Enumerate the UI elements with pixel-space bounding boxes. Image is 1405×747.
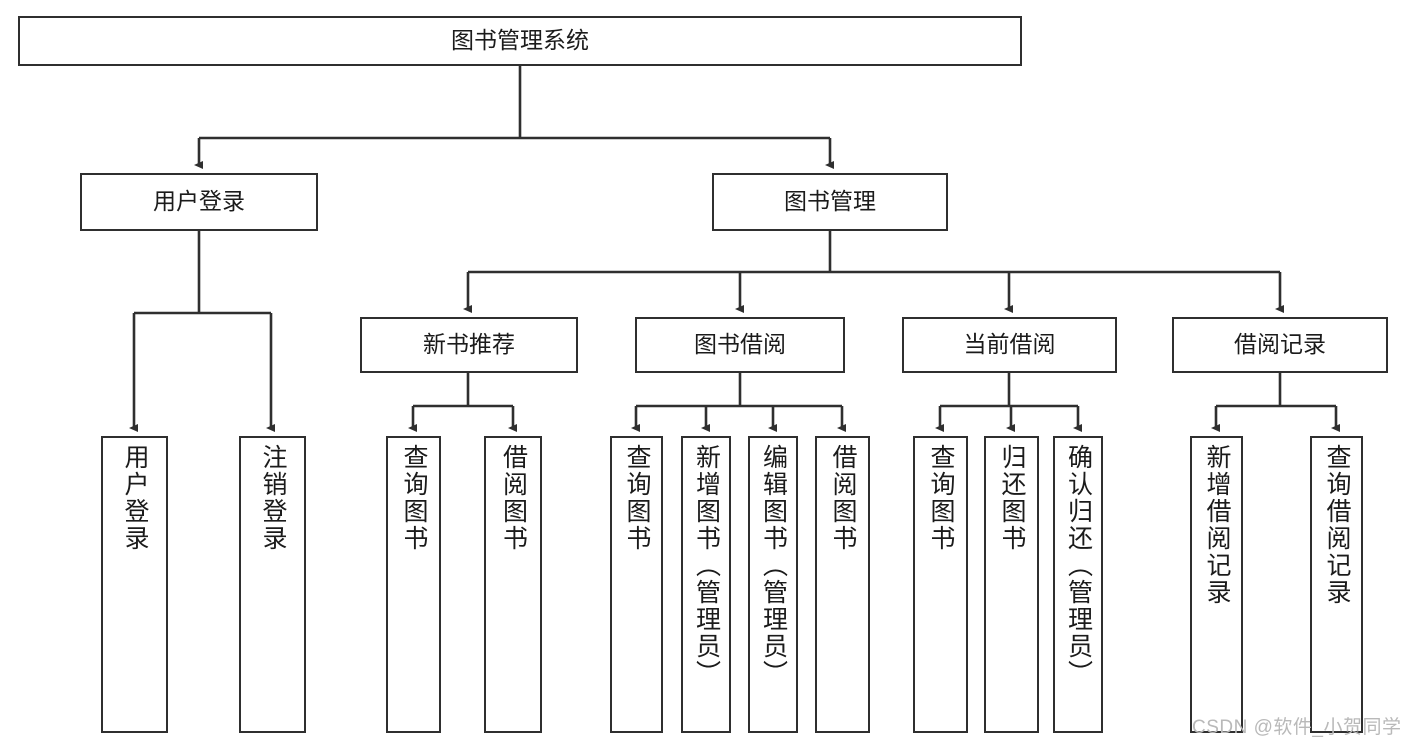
node-new-book-recommend[interactable]: 新书推荐 [360,317,578,373]
leaf-query-borrow-record-label: 查询借阅记录 [1323,444,1351,606]
leaf-return-book[interactable]: 归还图书 [984,436,1039,733]
node-root-label: 图书管理系统 [451,27,589,54]
node-book-management[interactable]: 图书管理 [712,173,948,231]
leaf-add-book-admin[interactable]: 新增图书（管理员） [681,436,731,733]
leaf-edit-book-admin[interactable]: 编辑图书（管理员） [748,436,798,733]
leaf-user-login[interactable]: 用户登录 [101,436,168,733]
node-book-management-label: 图书管理 [784,188,876,215]
csdn-watermark: CSDN @软件_小贺同学 [1192,717,1402,738]
node-book-borrow-label: 图书借阅 [694,331,786,358]
node-book-borrow[interactable]: 图书借阅 [635,317,845,373]
leaf-query-book-borrow[interactable]: 查询图书 [610,436,663,733]
leaf-confirm-return-admin-label: 确认归还（管理员） [1064,444,1093,687]
leaf-confirm-return-admin[interactable]: 确认归还（管理员） [1053,436,1103,733]
node-new-book-recommend-label: 新书推荐 [423,331,515,358]
leaf-logout-label: 注销登录 [259,444,287,552]
leaf-query-book-newbook[interactable]: 查询图书 [386,436,441,733]
leaf-borrow-book[interactable]: 借阅图书 [815,436,870,733]
leaf-logout[interactable]: 注销登录 [239,436,306,733]
leaf-add-borrow-record[interactable]: 新增借阅记录 [1190,436,1243,733]
leaf-return-book-label: 归还图书 [998,444,1026,552]
leaf-query-borrow-record[interactable]: 查询借阅记录 [1310,436,1363,733]
leaf-query-book-current[interactable]: 查询图书 [913,436,968,733]
leaf-edit-book-admin-label: 编辑图书（管理员） [759,444,788,687]
leaf-add-book-admin-label: 新增图书（管理员） [692,444,721,687]
leaf-query-book-newbook-label: 查询图书 [400,444,428,552]
node-user-login[interactable]: 用户登录 [80,173,318,231]
node-borrow-record-label: 借阅记录 [1234,331,1326,358]
node-current-borrow-label: 当前借阅 [963,331,1056,358]
leaf-borrow-book-label: 借阅图书 [829,444,857,552]
leaf-user-login-label: 用户登录 [121,444,149,552]
leaf-query-book-borrow-label: 查询图书 [623,444,651,552]
node-user-login-label: 用户登录 [153,188,245,215]
node-root[interactable]: 图书管理系统 [18,16,1022,66]
leaf-add-borrow-record-label: 新增借阅记录 [1203,444,1231,606]
leaf-query-book-current-label: 查询图书 [927,444,955,552]
node-current-borrow[interactable]: 当前借阅 [902,317,1117,373]
node-borrow-record[interactable]: 借阅记录 [1172,317,1388,373]
leaf-borrow-book-newbook[interactable]: 借阅图书 [484,436,542,733]
leaf-borrow-book-newbook-label: 借阅图书 [499,444,528,552]
